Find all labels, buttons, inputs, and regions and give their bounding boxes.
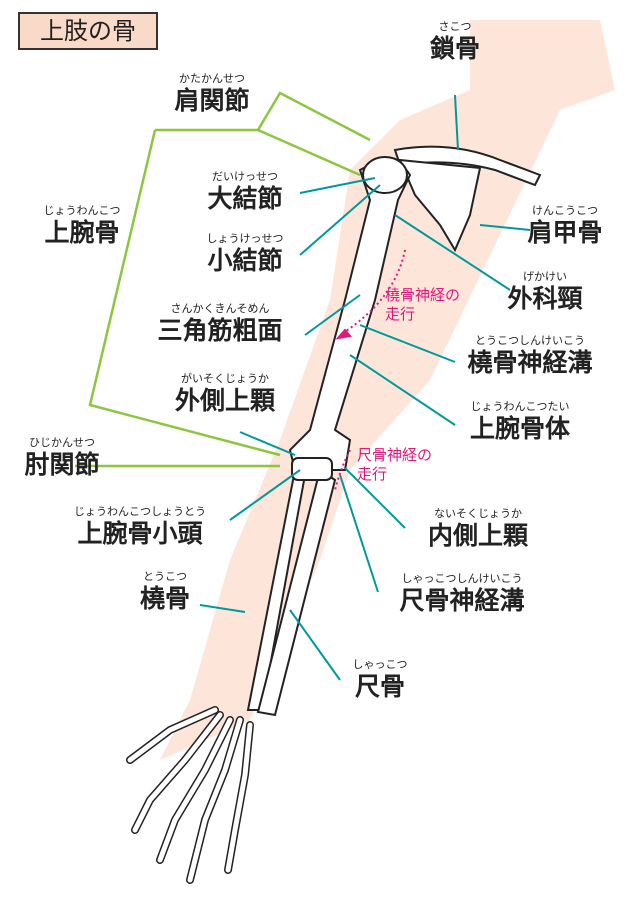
label-lateral-epicondyle: がいそくじょうか外側上顆 [174, 372, 276, 415]
scapula [398, 158, 482, 253]
ulnar-nerve-note: 尺骨神経の走行 [357, 446, 433, 483]
label-clavicle: さこつ鎖骨 [429, 20, 481, 63]
label-humerus-shaft: じょうわんこつたい上腕骨体 [469, 400, 571, 443]
label-humerus: じょうわんこつ上腕骨 [43, 204, 121, 247]
forearm-bones [246, 457, 337, 717]
humerus [288, 156, 412, 471]
shoulder-bracket [75, 91, 371, 468]
label-scapula: けんこうこつ肩甲骨 [527, 204, 603, 247]
label-radius: とうこつ橈骨 [139, 570, 191, 613]
nerve-paths [334, 249, 406, 491]
label-medial-epicondyle: ないそくじょうか内側上顆 [427, 507, 529, 550]
page-title: 上肢の骨 [18, 12, 158, 50]
radial-nerve-note: 橈骨神経の走行 [385, 286, 461, 323]
label-radial-groove: とうこつしんけいこう橈骨神経溝 [467, 334, 593, 377]
label-greater-tubercle: だいけっせつ大結節 [207, 170, 283, 213]
label-surgical-neck: げかけい外科頸 [507, 270, 583, 313]
label-deltoid-tuberosity: さんかくきんそめん三角筋粗面 [157, 302, 283, 345]
label-lesser-tubercle: しょうけっせつ小結節 [206, 232, 284, 275]
label-capitulum: じょうわんこつしょうとう上腕骨小頭 [74, 505, 206, 548]
label-ulnar-groove: しゃっこつしんけいこう尺骨神経溝 [399, 572, 525, 615]
leader-lines [199, 94, 531, 681]
label-shoulder-joint: かたかんせつ肩関節 [174, 72, 250, 115]
label-ulna: しゃっこつ尺骨 [352, 658, 408, 701]
label-elbow-joint: ひじかんせつ肘関節 [24, 436, 100, 479]
